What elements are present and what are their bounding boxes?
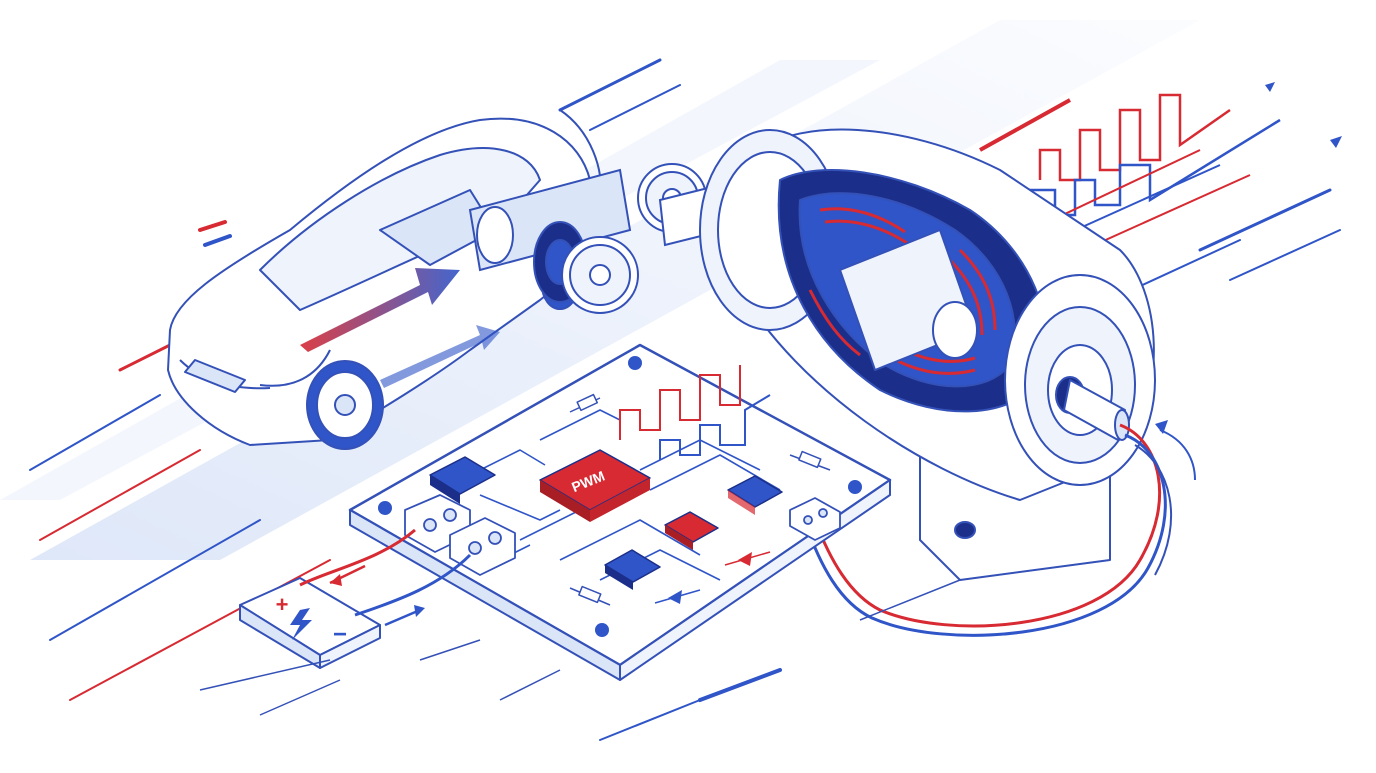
- electric-motor-icon: [699, 128, 1156, 581]
- ic-chip-blue-right: [727, 475, 783, 515]
- ic-chip-blue-bottom: [604, 549, 661, 590]
- battery-minus-symbol: −: [333, 621, 347, 648]
- gearbox: [468, 163, 747, 314]
- ic-chip-blue-left: [429, 456, 496, 504]
- battery-icon: [239, 577, 381, 669]
- motor-cables: [803, 420, 1196, 637]
- board-waveforms: [619, 365, 771, 460]
- resistor: [569, 393, 831, 606]
- electric-car-icon: [167, 109, 602, 450]
- terminal-block: [404, 494, 841, 576]
- ic-chip-red: [664, 511, 719, 550]
- battery-wires: [299, 528, 472, 627]
- battery-plus-symbol: +: [276, 592, 289, 617]
- pwm-chip: [539, 449, 651, 522]
- car-motion-arrows: [300, 268, 500, 388]
- connector-lines: [199, 579, 961, 716]
- motion-streaks: [29, 58, 1341, 741]
- circuit-board-icon: PWM: [348, 343, 892, 681]
- diode: [654, 551, 771, 604]
